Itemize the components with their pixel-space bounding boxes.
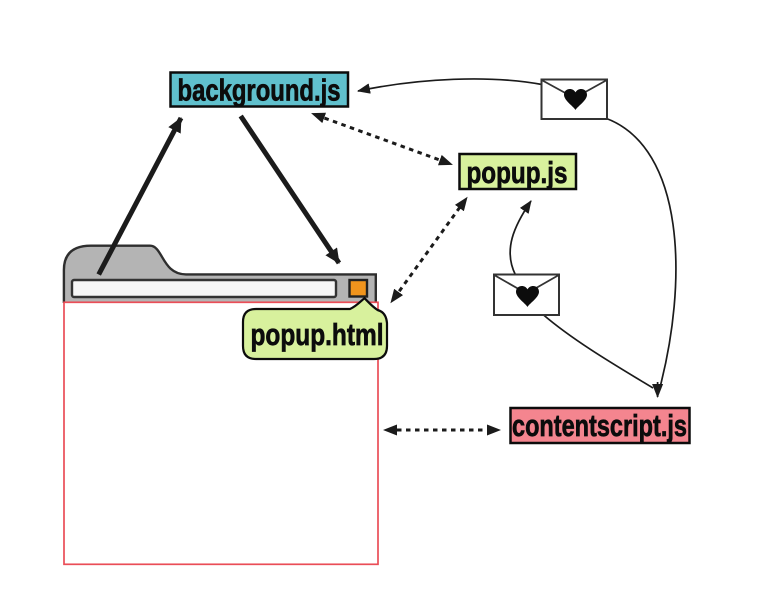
svg-text:contentscript.js: contentscript.js <box>512 408 687 443</box>
svg-text:popup.html: popup.html <box>251 317 384 352</box>
svg-text:background.js: background.js <box>178 73 341 108</box>
svg-text:popup.js: popup.js <box>467 155 568 190</box>
